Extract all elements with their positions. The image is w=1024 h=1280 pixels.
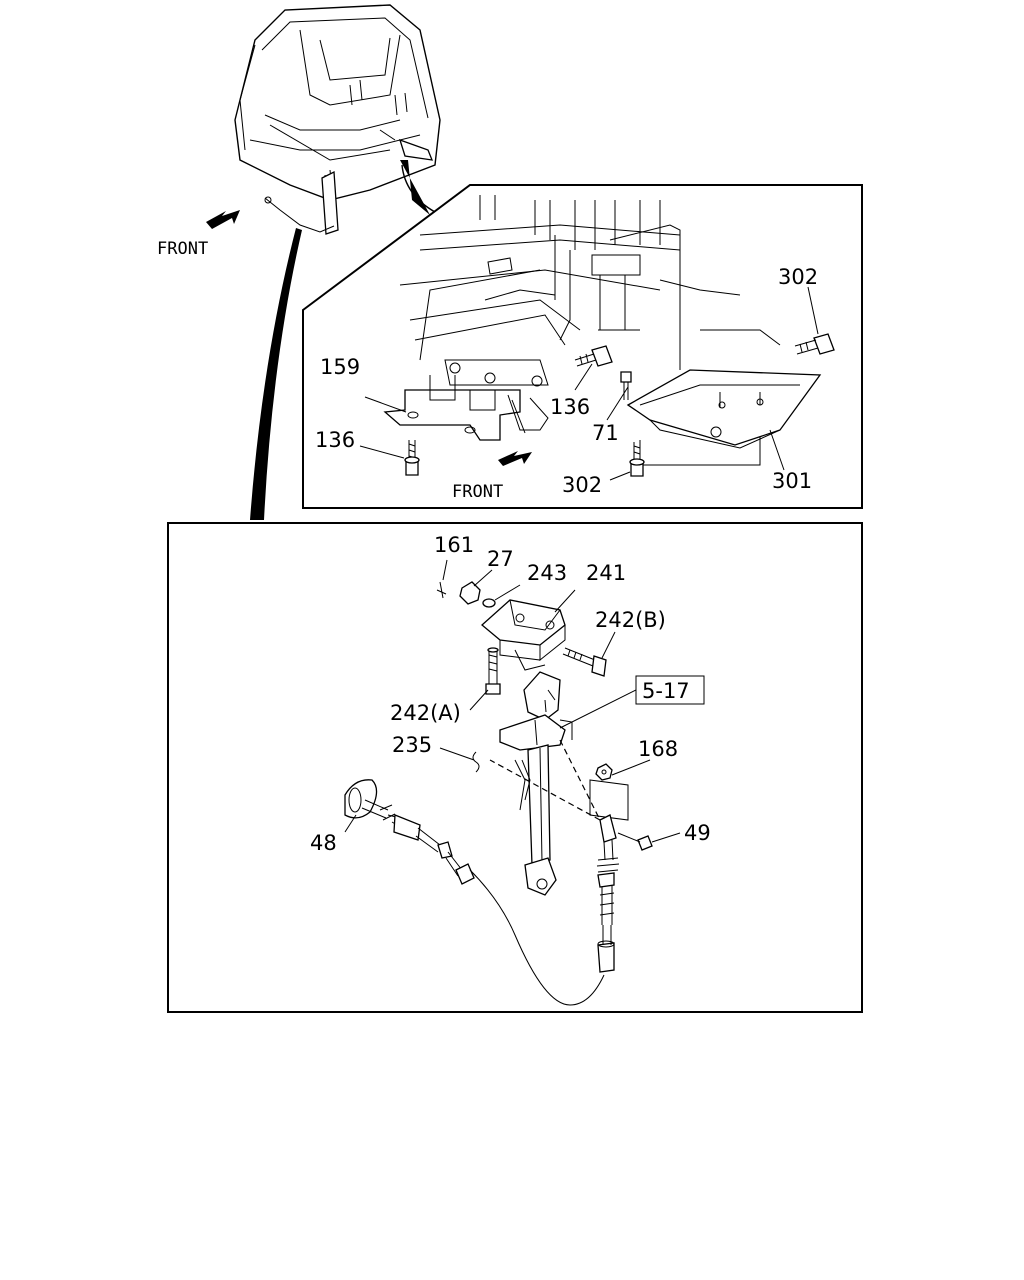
pin-161 [436, 581, 447, 599]
bracket-241 [481, 599, 566, 671]
washer-243 [482, 598, 496, 608]
label-301: 301 [772, 469, 812, 493]
nut-27 [459, 581, 481, 605]
label-235: 235 [392, 733, 432, 757]
ref-box-5-17 [635, 675, 705, 705]
label-49: 49 [684, 821, 711, 845]
label-71: 71 [592, 421, 619, 445]
label-136-left: 136 [315, 428, 355, 452]
arrow-down-left-icon [498, 451, 532, 466]
label-161: 161 [434, 533, 474, 557]
label-302-top: 302 [778, 265, 818, 289]
label-242b: 242(B) [595, 608, 666, 632]
pull-handle-48 [344, 779, 475, 885]
bolt-242a [485, 647, 501, 695]
bolt-302-bottom [629, 442, 645, 477]
label-302-bottom: 302 [562, 473, 602, 497]
upper-detail-panel: FRONT 159 136 136 71 302 301 302 [302, 184, 863, 509]
label-242a: 242(A) [390, 701, 461, 725]
lower-detail-panel: 161 27 243 241 242(B) 242(A) 5-17 235 16… [167, 522, 863, 1013]
label-159: 159 [320, 355, 360, 379]
front-arrow-top: FRONT [157, 210, 240, 259]
label-241: 241 [586, 561, 626, 585]
front-label-top: FRONT [157, 239, 208, 259]
bolt-302-top [794, 333, 835, 355]
label-243: 243 [527, 561, 567, 585]
arrow-down-left-icon [206, 210, 240, 229]
plate-301 [626, 369, 822, 449]
spring-235 [472, 751, 480, 773]
bolt-136-left [404, 440, 420, 476]
label-27: 27 [487, 547, 514, 571]
label-48: 48 [310, 831, 337, 855]
label-5-17: 5-17 [642, 679, 690, 703]
lever-column [499, 671, 573, 896]
washer-168 [589, 763, 629, 821]
cab-overview [234, 4, 441, 520]
screw-71 [620, 371, 632, 400]
bolt-242b [562, 647, 607, 677]
cable-clevis [596, 814, 620, 973]
front-label-detail: FRONT [452, 482, 503, 502]
pin-49 [637, 835, 653, 851]
label-136-mid: 136 [550, 395, 590, 419]
bolt-136-mid [574, 345, 613, 367]
label-168: 168 [638, 737, 678, 761]
